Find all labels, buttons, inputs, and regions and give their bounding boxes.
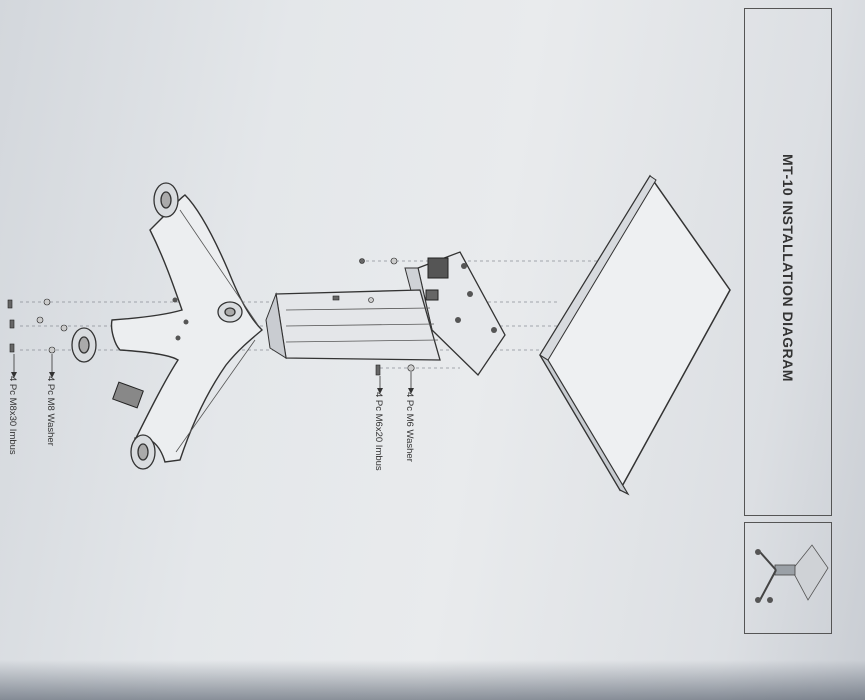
base-frame <box>110 194 264 463</box>
column <box>265 289 441 361</box>
thumbnail-drawing <box>755 544 829 603</box>
background-surface <box>0 660 865 700</box>
caster <box>130 434 156 470</box>
control-panel-icon <box>427 257 449 279</box>
title-frame <box>744 8 832 516</box>
label-leaders <box>13 354 412 388</box>
caster <box>153 182 179 218</box>
label-arrows <box>11 372 414 394</box>
hardware <box>7 257 415 376</box>
caster <box>217 301 243 323</box>
thumbnail-frame <box>744 522 832 634</box>
table-top <box>539 174 731 496</box>
casters <box>71 182 243 470</box>
caster <box>71 327 97 363</box>
base-label-plate <box>112 381 144 409</box>
